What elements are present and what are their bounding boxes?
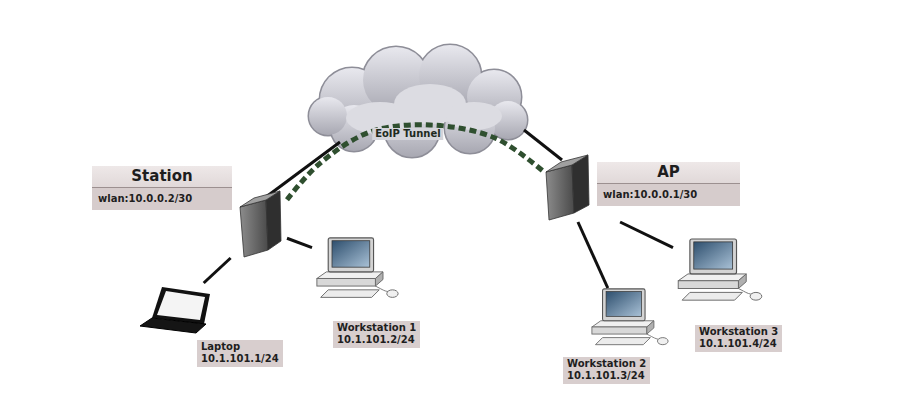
address-tag: Laptop10.1.101.1/24 <box>197 340 283 367</box>
device-name: AP <box>597 162 740 184</box>
workstation-icon <box>592 289 668 345</box>
address-tag: Workstation 310.1.101.4/24 <box>695 325 782 352</box>
ip-address: wlan:10.0.0.1/30 <box>597 184 740 206</box>
device-node: Workstation 110.1.101.2/24 <box>312 233 423 351</box>
device-node: Laptop10.1.101.1/24 <box>138 283 298 387</box>
device-node: Workstation 310.1.101.4/24 <box>673 238 785 358</box>
ip-address: 10.1.101.1/24 <box>201 353 279 365</box>
ethernet-link <box>620 222 673 248</box>
workstation-icon <box>678 239 762 300</box>
device-node: APwlan:10.0.0.1/30 <box>543 148 742 222</box>
device-node: Stationwlan:10.0.0.2/30 <box>92 166 287 258</box>
device-name: Workstation 2 <box>567 358 646 370</box>
tunnel-link <box>287 125 543 200</box>
address-tag: Workstation 110.1.101.2/24 <box>333 321 420 348</box>
ip-address: 10.1.101.2/24 <box>337 334 416 346</box>
device-label-panel: Stationwlan:10.0.0.2/30 <box>92 166 232 210</box>
uplink-wire <box>524 130 562 160</box>
device-name: Laptop <box>201 341 279 353</box>
laptop-icon <box>140 287 210 333</box>
ip-address: wlan:10.0.0.2/30 <box>92 188 232 210</box>
ethernet-link <box>578 222 608 288</box>
ip-address: 10.1.101.3/24 <box>567 370 646 382</box>
ethernet-link <box>287 238 312 247</box>
uplink-wire <box>266 142 340 197</box>
device-name: Workstation 1 <box>337 322 416 334</box>
device-label-panel: APwlan:10.0.0.1/30 <box>597 162 740 206</box>
workstation-icon <box>317 238 398 298</box>
station-router <box>240 191 281 257</box>
ethernet-link <box>204 258 231 283</box>
device-name: Station <box>92 166 232 188</box>
ap-router <box>546 155 589 220</box>
tunnel-label: EoIP Tunnel <box>372 128 444 140</box>
device-node: Workstation 210.1.101.3/24 <box>560 288 672 388</box>
device-name: Workstation 3 <box>699 326 778 338</box>
ip-address: 10.1.101.4/24 <box>699 338 778 350</box>
address-tag: Workstation 210.1.101.3/24 <box>563 357 650 384</box>
